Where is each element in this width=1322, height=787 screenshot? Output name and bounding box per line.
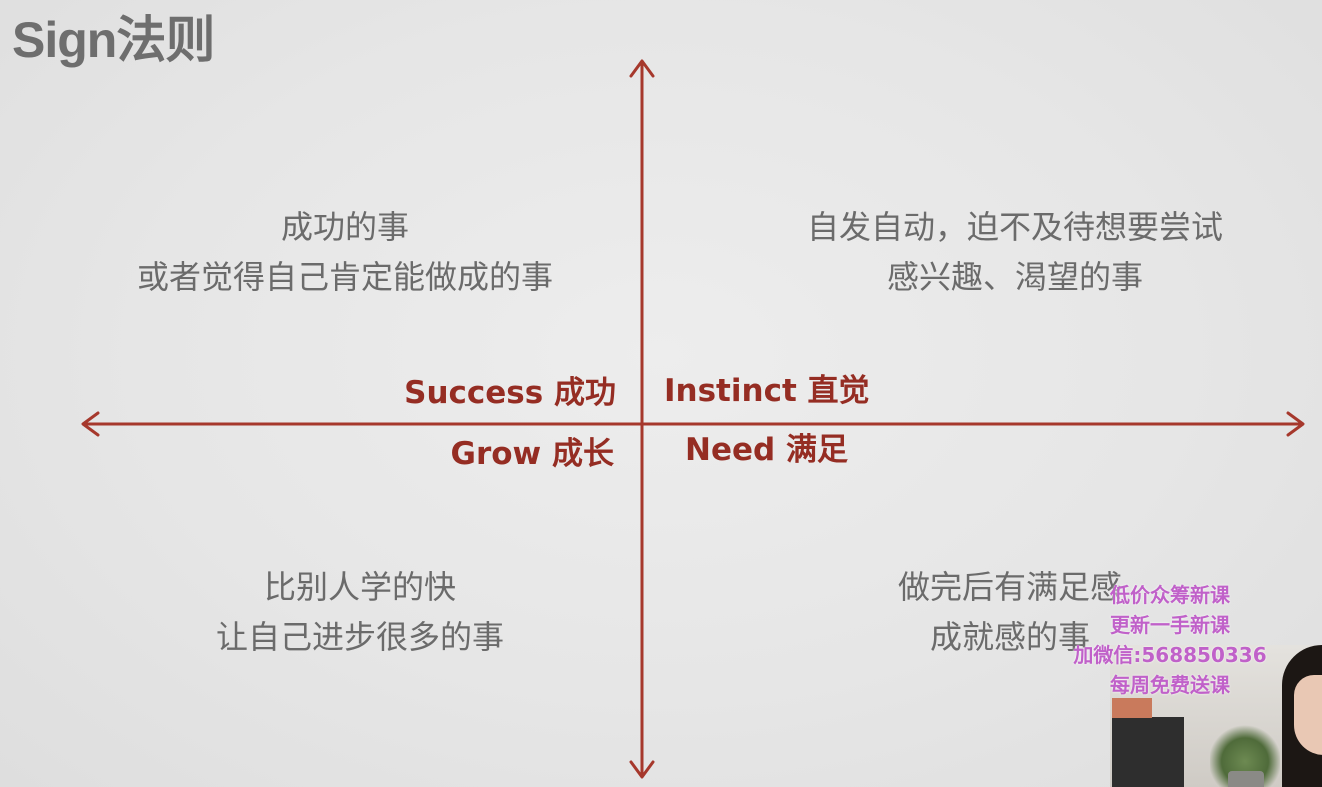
arrow-down-icon [629, 760, 655, 779]
axis-label-grow: Grow 成长 [450, 436, 614, 472]
presenter-face [1294, 675, 1322, 755]
quadrant-line: 自发自动，迫不及待想要尝试 [806, 208, 1223, 246]
promo-watermark: 低价众筹新课 更新一手新课 加微信:568850336 每周免费送课 [1060, 580, 1280, 700]
axis-label-need: Need 满足 [685, 432, 848, 468]
promo-line: 更新一手新课 [1110, 613, 1230, 637]
promo-line: 加微信:568850336 [1073, 643, 1267, 667]
quadrant-line: 做完后有满足感 [897, 568, 1122, 606]
quadrant-bottom-left-text: 比别人学的快 让自己进步很多的事 [120, 562, 600, 662]
quadrant-line: 或者觉得自己肯定能做成的事 [136, 258, 553, 296]
monitor-icon [1112, 717, 1184, 787]
quadrant-line: 比别人学的快 [263, 568, 456, 606]
plant-pot-icon [1228, 771, 1264, 787]
quadrant-bottom-right-text: 做完后有满足感 成就感的事 [770, 562, 1250, 662]
thumbnail-image [1112, 698, 1152, 718]
promo-line: 每周免费送课 [1110, 673, 1230, 697]
webcam-overlay [1110, 645, 1322, 787]
axis-label-instinct: Instinct 直觉 [664, 373, 870, 409]
arrow-right-icon [1286, 411, 1305, 437]
arrow-left-icon [81, 411, 100, 437]
quadrant-line: 成功的事 [280, 208, 409, 246]
quadrant-top-right-text: 自发自动，迫不及待想要尝试 感兴趣、渴望的事 [770, 202, 1260, 302]
slide-title: Sign法则 [12, 12, 215, 68]
quadrant-line: 感兴趣、渴望的事 [886, 258, 1143, 296]
axis-label-success: Success 成功 [404, 375, 616, 411]
quadrant-top-left-text: 成功的事 或者觉得自己肯定能做成的事 [100, 202, 590, 302]
arrow-up-icon [629, 59, 655, 78]
quadrant-line: 成就感的事 [929, 618, 1090, 656]
promo-line: 低价众筹新课 [1110, 583, 1230, 607]
quadrant-line: 让自己进步很多的事 [215, 618, 504, 656]
